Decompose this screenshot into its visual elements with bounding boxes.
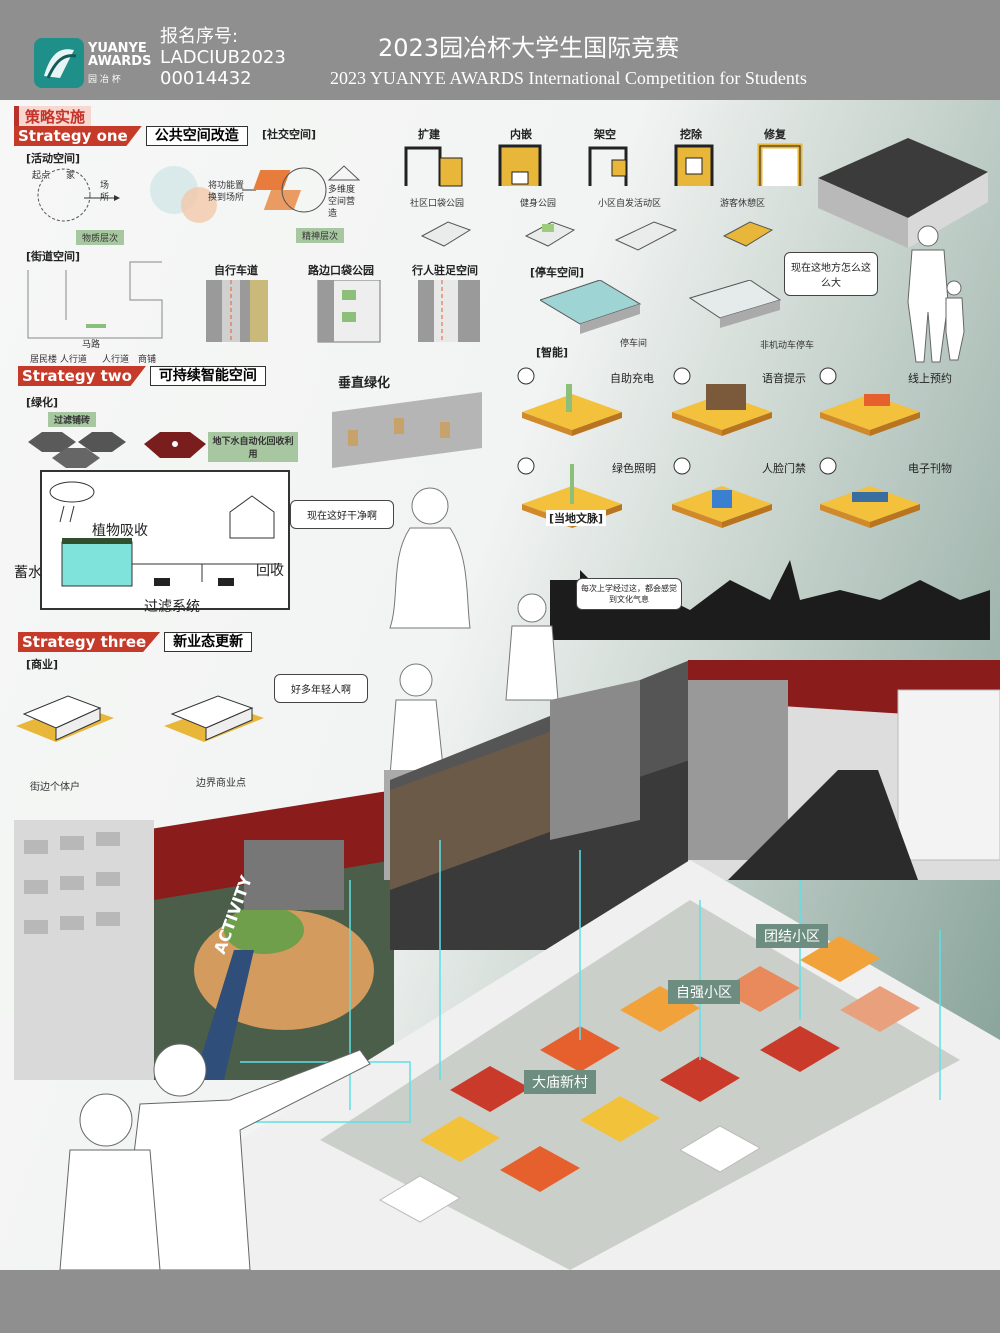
plaza-scene-image xyxy=(14,790,394,1080)
parking-caption-1: 停车间 xyxy=(620,339,648,349)
header-bar xyxy=(0,0,1000,100)
street-label-1: 居民楼 人行道 xyxy=(30,355,87,365)
local-context-silhouette-image xyxy=(550,560,990,640)
sitting-woman-figure xyxy=(389,487,471,629)
plaza-scene-panel xyxy=(14,780,394,1080)
op-caption-4: 游客休憩区 xyxy=(720,199,766,209)
section-title: 策略实施 xyxy=(14,106,92,127)
street-label-2: 人行道 xyxy=(102,355,130,365)
commerce-blocks-icon xyxy=(16,695,264,742)
rain-recycle-hexagon-icon xyxy=(144,432,206,458)
vertical-green-label: 垂直绿化 xyxy=(338,376,391,391)
vertical-green-wall-image xyxy=(332,392,482,468)
road-scene-image xyxy=(688,660,1000,880)
logo-cn: 园 冶 杯 xyxy=(88,75,121,85)
road-scene-panel xyxy=(688,660,1000,880)
street-type-pocket: 路边口袋公园 xyxy=(308,264,374,277)
street-section-icon xyxy=(27,261,163,339)
district-label-1: 团结小区 xyxy=(756,924,828,948)
smart-item-1: 自助充电 xyxy=(610,372,654,385)
op-caption-1: 社区口袋公园 xyxy=(410,199,465,209)
commerce-label: [商业] xyxy=(26,658,59,671)
competition-title-en: 2023 YUANYE AWARDS International Competi… xyxy=(330,68,807,88)
start-point-label: 起点 xyxy=(32,171,51,181)
op-label-expand: 扩建 xyxy=(418,128,440,141)
smart-item-3: 线上预约 xyxy=(908,372,952,385)
student-figure xyxy=(505,593,559,701)
place-label: 场所 xyxy=(100,181,110,203)
home-label: 家 xyxy=(66,171,76,181)
operation-blocks-icon xyxy=(420,221,774,251)
bubble-student: 每次上学经过这，都会感觉到文化气息 xyxy=(576,578,682,610)
water-recycle-diagram-icon xyxy=(49,481,282,587)
parking-diagrams-icon xyxy=(540,280,782,334)
street-road-label: 马路 xyxy=(82,340,101,350)
strategy-two-bar: Strategy two 可持续智能空间 xyxy=(18,366,266,386)
parking-label: [停车空间] xyxy=(530,266,585,279)
bubble-woman: 现在这好干净啊 xyxy=(290,500,394,529)
smart-item-5: 人脸门禁 xyxy=(762,462,806,475)
material-level-tag: 物质层次 xyxy=(76,230,125,245)
bubble-elder: 现在这地方怎么这么大 xyxy=(784,252,878,296)
district-label-2: 自强小区 xyxy=(668,980,740,1004)
smart-grid: 自助充电 语音提示 线上预约 绿色照明 人脸门禁 电子刊物 xyxy=(516,364,986,554)
parking-caption-2: 非机动车停车 xyxy=(760,341,815,351)
aerial-model-image xyxy=(240,840,1000,1270)
footer-bar xyxy=(0,1270,1000,1333)
smart-label: [智能] xyxy=(536,346,569,359)
strategy-three-bar: Strategy three 新业态更新 xyxy=(18,632,253,652)
viewers-figure xyxy=(59,1043,371,1270)
smart-item-6: 电子刊物 xyxy=(908,462,952,475)
operation-diagrams: 扩建 内嵌 架空 挖除 修复 社区口袋公园 健身公园 小区自发活动区 游客休憩区 xyxy=(400,126,820,236)
operation-sketches-icon xyxy=(404,143,803,187)
strategy-one-bar: Strategy one 公共空间改造 xyxy=(14,126,248,146)
registration-number: 报名序号: LADCIUB2023 00014432 xyxy=(160,26,286,89)
local-context-label: [当地文脉] xyxy=(546,510,607,526)
op-label-repair: 修复 xyxy=(764,128,786,141)
op-label-elevate: 架空 xyxy=(594,128,616,141)
street-space-label: [街道空间] xyxy=(26,250,81,263)
activity-space-label: [活动空间] xyxy=(26,152,81,165)
plant-absorb-label: 植物吸收 xyxy=(92,523,148,539)
greening-label: [绿化] xyxy=(26,396,59,409)
op-caption-3: 小区自发活动区 xyxy=(598,199,662,209)
elder-with-child-figure xyxy=(907,225,965,363)
shop-label-1: 街边个体户 xyxy=(30,782,80,793)
smart-item-2: 语音提示 xyxy=(762,372,806,385)
filter-brick-tag: 过滤铺砖 xyxy=(48,412,97,427)
underground-tag: 地下水自动化回收利用 xyxy=(208,432,298,462)
smart-tiles-icon xyxy=(517,367,920,528)
op-caption-2: 健身公园 xyxy=(520,199,557,209)
street-type-pedestrian: 行人驻足空间 xyxy=(412,264,478,277)
yuanye-logo-icon xyxy=(34,38,84,88)
filter-brick-icon xyxy=(28,432,126,468)
district-label-3: 大庙新村 xyxy=(524,1070,596,1094)
op-label-remove: 挖除 xyxy=(680,128,702,141)
smart-item-4: 绿色照明 xyxy=(612,462,656,475)
competition-title-cn: 2023园冶杯大学生国际竞赛 xyxy=(378,34,680,62)
street-scene-panel xyxy=(390,660,690,950)
store-water-label: 蓄水 xyxy=(14,565,42,581)
street-type-bike: 自行车道 xyxy=(214,264,258,277)
street-label-3: 商铺 xyxy=(138,355,157,365)
op-label-embed: 内嵌 xyxy=(510,128,532,141)
spirit-level-tag: 精神层次 xyxy=(296,228,345,243)
bubble-young: 好多年轻人啊 xyxy=(274,674,368,703)
street-plans-icon xyxy=(206,280,480,343)
recycle-label: 回收 xyxy=(256,563,284,579)
activity-diagram-icon xyxy=(37,165,361,223)
filter-system-label: 过滤系统 xyxy=(144,599,200,615)
street-scene-image xyxy=(390,660,690,950)
convert-label: 将功能置换到场所 xyxy=(208,181,245,203)
social-space-label: [社交空间] xyxy=(262,128,317,141)
shop-label-2: 边界商业点 xyxy=(196,778,246,789)
multi-dimension-label: 多维度空间营造 xyxy=(328,185,356,219)
